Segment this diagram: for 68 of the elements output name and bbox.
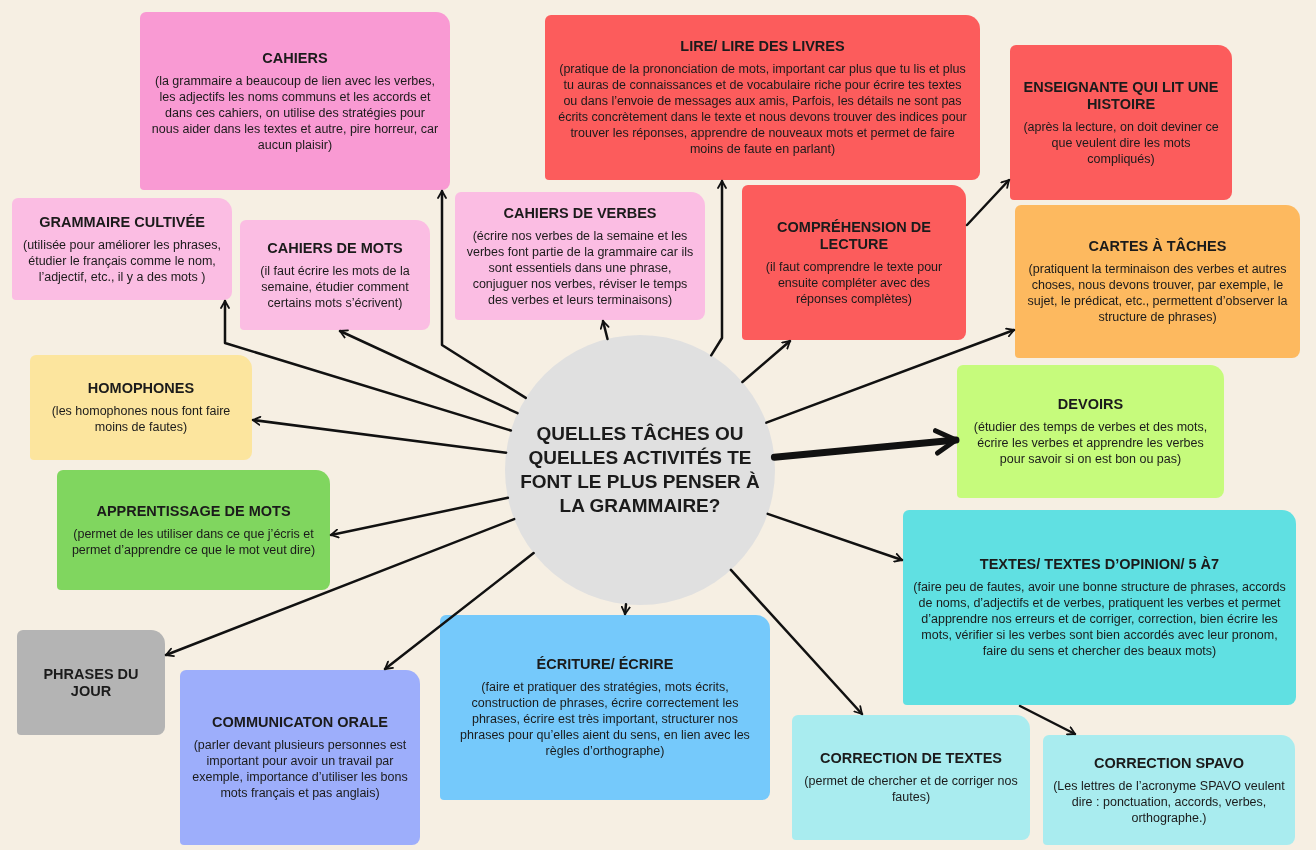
card-description: (utilisée pour améliorer les phrases, étudier le français comme le nom, l’adjectif, etc., il y a des mots )	[22, 236, 222, 285]
topic-card	[1010, 45, 1232, 200]
card-heading: APPRENTISSAGE DE MOTS	[96, 502, 291, 520]
card-description: (permet de chercher et de corriger nos fautes)	[803, 773, 1019, 805]
card-description: (la grammaire a beaucoup de lien avec les verbes, les adjectifs les noms communs et les accords et dans ces cahiers, on utilise des stratégies pour nous aider dans les textes et autre, pire horreur, car aucun plaisir)	[150, 72, 440, 153]
topic-card	[1015, 205, 1300, 358]
arrow	[251, 416, 508, 454]
card-heading: TEXTES/ TEXTES D’OPINION/ 5 À7	[979, 556, 1220, 573]
arrow	[437, 189, 528, 400]
topic-card	[545, 15, 980, 180]
arrow	[220, 299, 513, 432]
topic-card	[140, 12, 450, 190]
topic-card	[180, 670, 420, 845]
arrow	[164, 517, 516, 658]
card-description: (il faut comprendre le texte pour ensuite compléter avec des réponses complètes)	[764, 258, 944, 307]
card-heading: CARTES À TÂCHES	[1088, 238, 1227, 255]
arrow	[1018, 704, 1077, 736]
arrow	[729, 568, 864, 716]
topic-card	[792, 715, 1030, 840]
topic-card	[1043, 735, 1295, 845]
card-heading: PHRASES DU JOUR	[42, 665, 140, 700]
topic-card	[742, 185, 966, 340]
card-description: (après la lecture, on doit deviner ce que veulent dire les mots compliqués)	[1022, 118, 1220, 167]
topic-card	[57, 470, 330, 590]
card-description: (étudier des temps de verbes et des mots, écrire les verbes et apprendre les verbes pour savoir si on est bon ou pas)	[972, 419, 1209, 467]
arrow	[765, 327, 1016, 424]
card-description: (écrire nos verbes de la semaine et les verbes font partie de la grammaire car ils sont essentiels dans une phrase, conjuguer nos verbes, réviser le temps des verbes et leurs terminaisons)	[465, 227, 695, 308]
arrow	[965, 178, 1011, 227]
card-heading: CAHIERS	[262, 49, 328, 67]
arrow	[766, 512, 904, 563]
card-heading: LIRE/ LIRE DES LIVRES	[680, 38, 845, 55]
topic-card	[440, 615, 770, 800]
card-description: (les homophones nous font faire moins de fautes)	[50, 403, 232, 435]
topic-card	[240, 220, 430, 330]
topic-card	[957, 365, 1224, 498]
arrow	[338, 329, 519, 415]
card-heading: CAHIERS DE VERBES	[503, 204, 657, 222]
arrow	[329, 496, 510, 539]
card-heading: COMPRÉHENSION DE LECTURE	[776, 218, 932, 253]
topic-card	[17, 630, 165, 735]
card-heading: CORRECTION DE TEXTES	[819, 750, 1003, 767]
card-description: (Les lettres de l’acronyme SPAVO veulent dire : ponctuation, accords, verbes, orthographe.)	[1053, 777, 1285, 826]
card-description: (faire et pratiquer des stratégies, mots écrits, construction de phrases, écrire correctement les phrases, écrire est très important, structurer nos phrases pour qu’elles aient du sens, en lien avec les règles d’orthographe)	[459, 679, 751, 759]
card-description: (faire peu de fautes, avoir une bonne structure de phrases, accords de noms, d’adjectifs et de verbes, pratiquent les verbes et permet d’apprendre nos erreurs et de corriger, correction, bien écrire les mots, vérifier si les verbes sont bien accordés avec leur pronom, faire du sens et chercher des beaux mots)	[913, 579, 1286, 659]
card-description: (il faut écrire les mots de la semaine, étudier comment certains mots s’écrivent)	[259, 262, 411, 311]
arrow	[620, 603, 631, 616]
topic-card	[455, 192, 705, 320]
card-description: (pratiquent la terminaison des verbes et autres choses, nous devons trouver, par exemple, le sujet, le prédicat, etc., permettent d’observer la structure de phrases)	[1026, 261, 1289, 325]
card-description: (pratique de la prononciation de mots, important car plus que tu lis et plus tu auras de connaissances et de vocabulaire riche pour écrire tes textes ou dans l’envoie de messages aux amis, Parfois, les détails ne sont pas écrits concrètement dans le texte et nous devons trouver des indices pour trouver les réponses, apprendre de nouveaux mots et permet de faire moins de faute en parlant)	[557, 61, 968, 157]
card-description: (permet de les utiliser dans ce que j’écris et permet d’apprendre ce que le mot veut dire)	[70, 525, 317, 558]
card-heading: CORRECTION SPAVO	[1093, 754, 1245, 772]
card-heading: COMMUNICATON ORALE	[212, 714, 388, 731]
card-heading: DEVOIRS	[1057, 396, 1124, 413]
arrow	[383, 551, 535, 671]
card-heading: ENSEIGNANTE QUI LIT UNE HISTOIRE	[1022, 78, 1220, 113]
topic-card	[12, 198, 232, 300]
arrow	[741, 339, 792, 384]
arrow	[599, 319, 610, 341]
card-heading: ÉCRITURE/ ÉCRIRE	[536, 656, 674, 673]
card-description: (parler devant plusieurs personnes est important pour avoir un travail par exemple, importance d’utiliser les bons mots français et pas anglais)	[191, 737, 409, 801]
card-heading: GRAMMAIRE CULTIVÉE	[39, 213, 205, 231]
card-heading: HOMOPHONES	[87, 380, 195, 397]
topic-card	[903, 510, 1296, 705]
central-question: QUELLES TÂCHES OU QUELLES ACTIVITÉS TE FONT LE PLUS PENSER À LA GRAMMAIRE?	[519, 422, 761, 518]
topic-card	[30, 355, 252, 460]
card-heading: CAHIERS DE MOTS	[267, 239, 403, 257]
arrow	[770, 428, 960, 461]
arrow	[709, 179, 727, 357]
